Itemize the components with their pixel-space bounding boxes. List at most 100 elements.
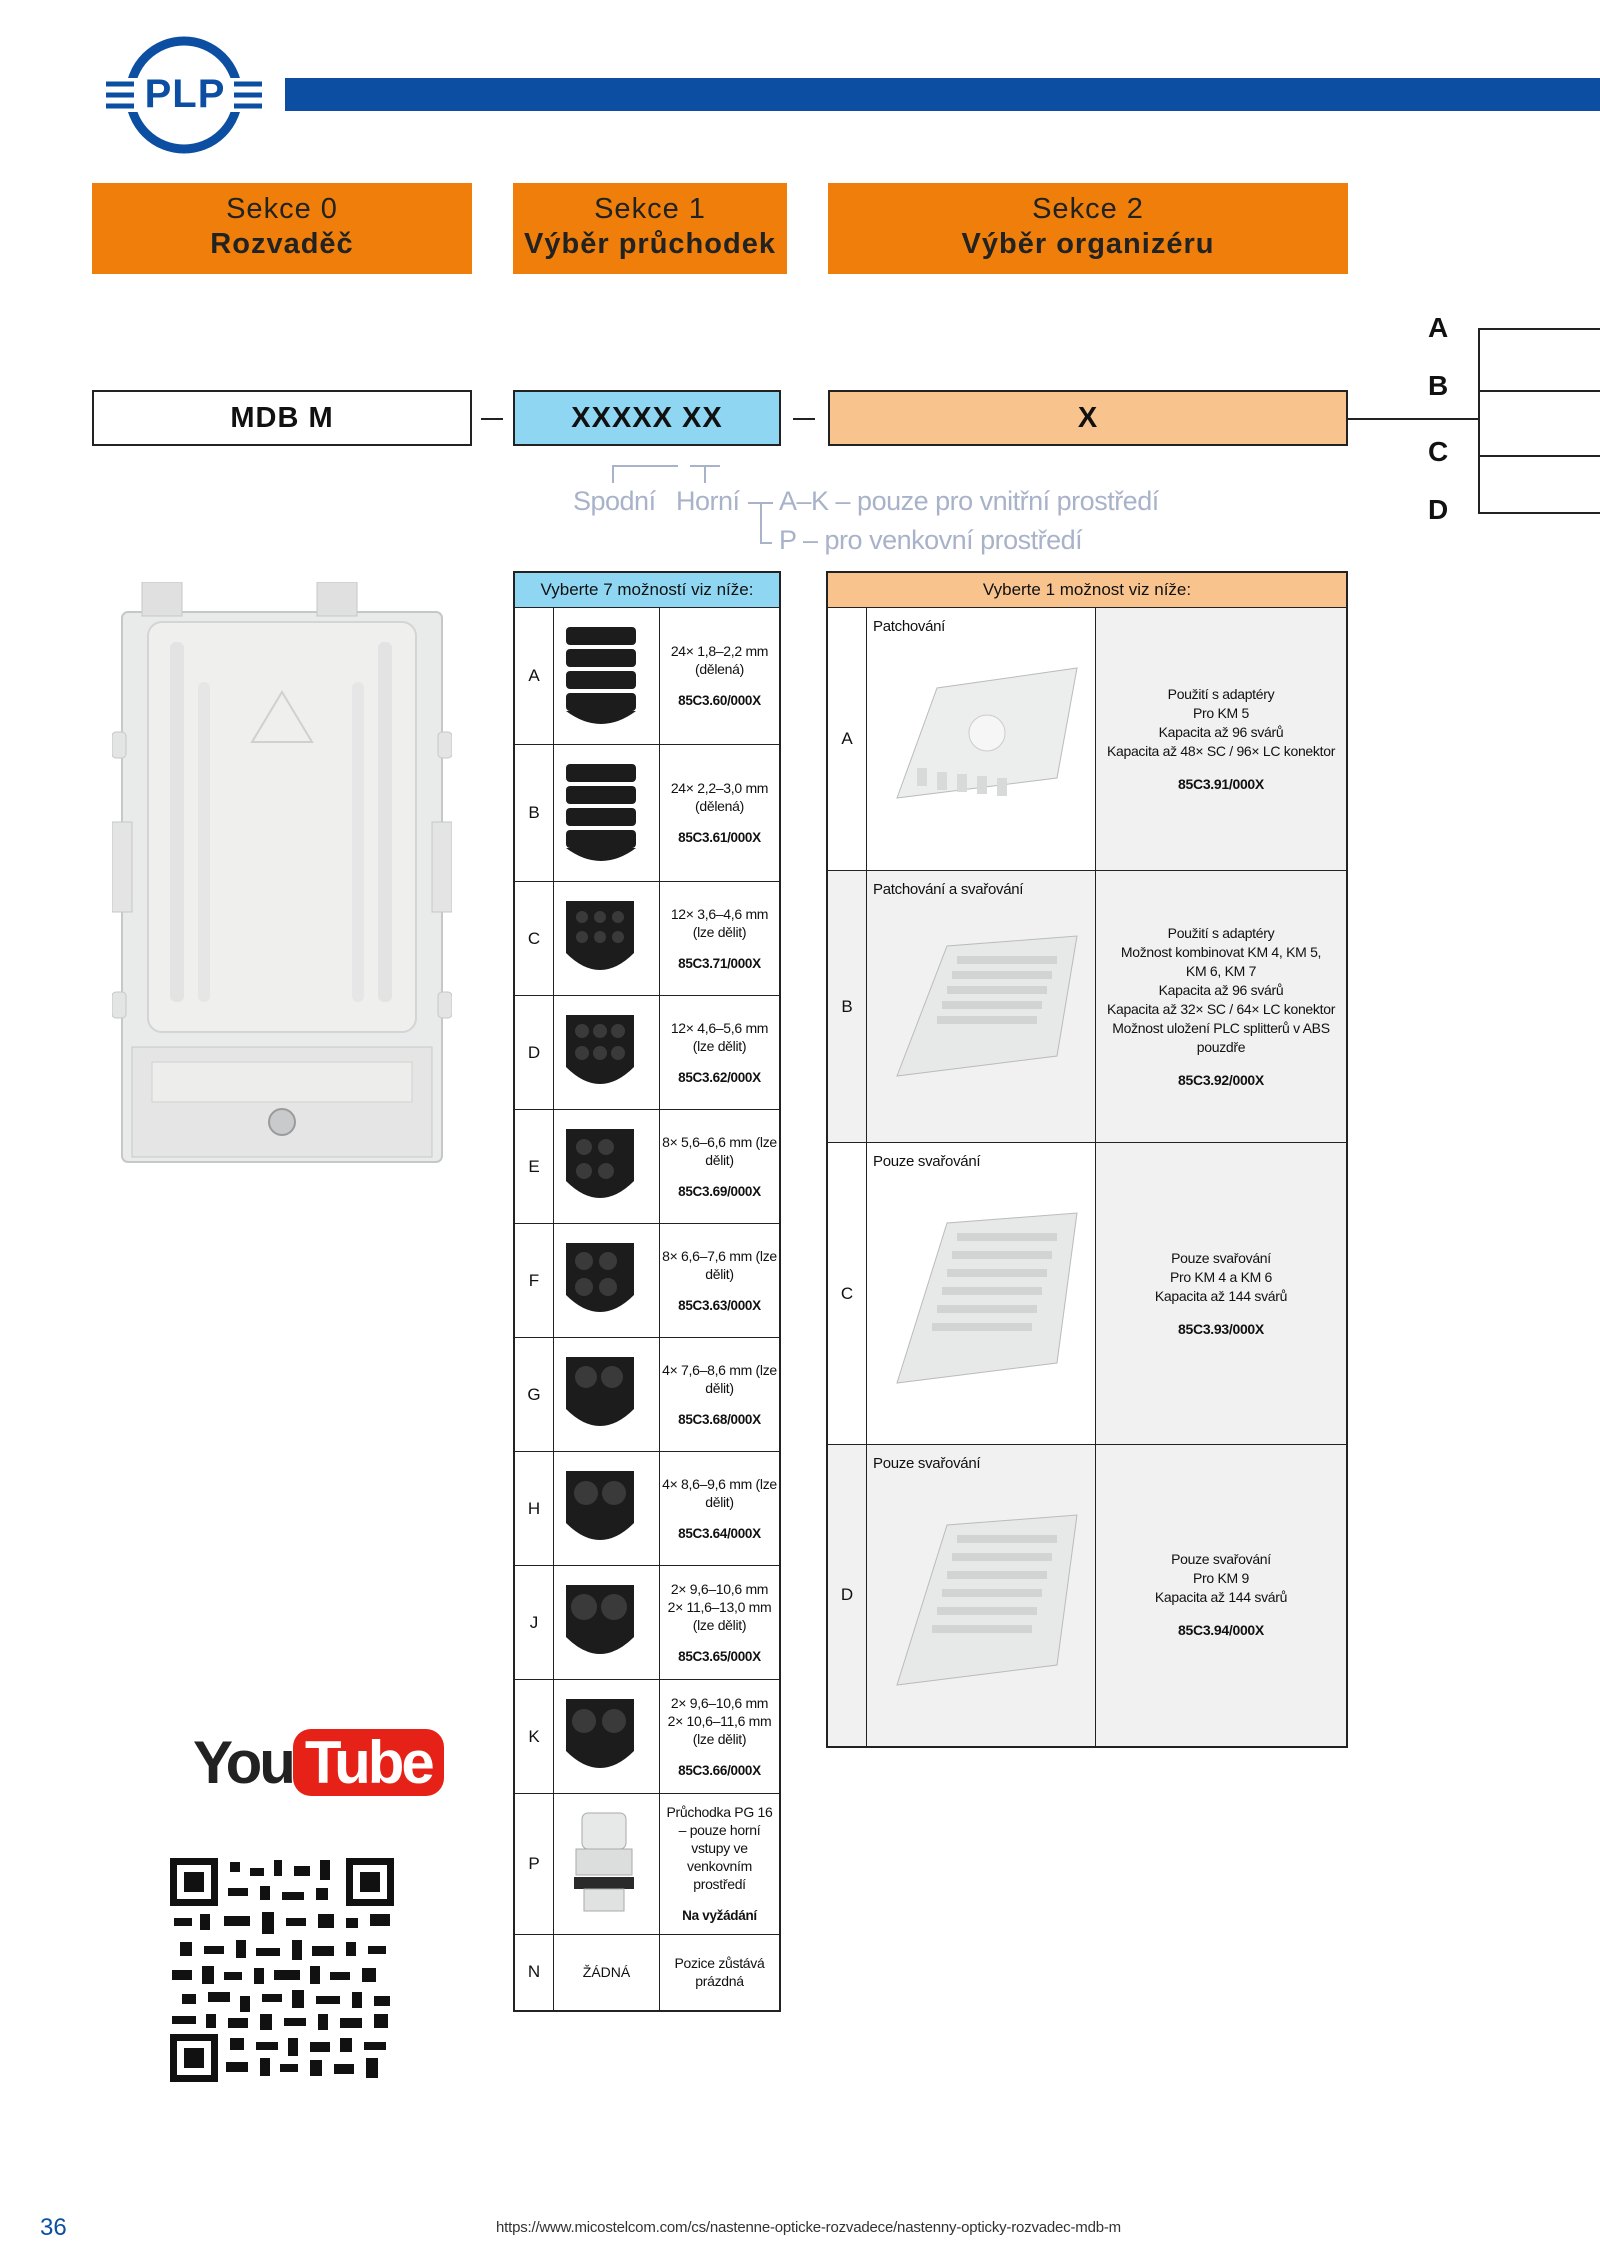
table-row: G 4× 7,6–8,6 mm (lze dělit)85C3.68/000X (513, 1337, 781, 1452)
organizer-image-cell: Pouze svařování (866, 1444, 1096, 1747)
qr-code[interactable] (170, 1858, 394, 2082)
gland-spec: 24× 2,2–3,0 mm (dělená) (670, 780, 769, 814)
gland-desc: 12× 4,6–5,6 mm (lze dělit)85C3.62/000X (659, 995, 781, 1110)
section-1-header: Sekce 1 Výběr průchodek (513, 183, 787, 274)
code-part-glands: XXXXX XX (513, 390, 781, 446)
row-letter: J (513, 1565, 554, 1680)
side-letter-a: A (1428, 312, 1449, 343)
code-part-organizer: X (828, 390, 1348, 446)
organizer-desc: Použití s adaptéry Možnost kombinovat KM… (1095, 870, 1348, 1143)
header-bar (285, 78, 1600, 111)
organizer-desc: Pouze svařování Pro KM 4 a KM 6 Kapacita… (1095, 1142, 1348, 1445)
footer-url[interactable]: https://www.micostelcom.com/cs/nastenne-… (496, 2219, 1121, 2236)
table-row: D 12× 4,6–5,6 mm (lze dělit)85C3.62/000X (513, 995, 781, 1110)
organizer-desc-line: KM 6, KM 7 (1185, 962, 1257, 979)
gland-image (553, 1109, 660, 1224)
organizer-desc-line: Pro KM 9 (1193, 1570, 1249, 1587)
label-top: Horní (676, 486, 740, 516)
organizer-caption: Patchování a svařování (873, 881, 1024, 898)
row-letter: A (826, 607, 867, 871)
organizer-caption: Patchování (873, 618, 946, 635)
gland-desc: 8× 6,6–7,6 mm (lze dělit) 85C3.63/000X (659, 1223, 781, 1338)
row-letter: A (513, 607, 554, 745)
gland-code: 85C3.64/000X (678, 1525, 761, 1541)
gland-code: 85C3.69/000X (678, 1183, 761, 1199)
gland-image (553, 1679, 660, 1794)
organizer-code: 85C3.92/000X (1178, 1071, 1264, 1088)
table-row: N ŽÁDNÁ Pozice zůstává prázdná (513, 1934, 781, 2011)
code-dash-2 (793, 418, 815, 420)
gland-code: 85C3.65/000X (678, 1648, 761, 1664)
gland-spec: 2× 9,6–10,6 mm 2× 11,6–13,0 mm (lze děli… (667, 1580, 772, 1633)
table-row: D Pouze svařování Pouze svařování Pro KM… (826, 1444, 1348, 1747)
row-letter: E (513, 1109, 554, 1224)
gland-code: 85C3.60/000X (678, 693, 761, 708)
row-letter: D (826, 1444, 867, 1747)
organizer-desc-line: Kapacita až 96 svárů (1158, 723, 1284, 740)
table-row: A 24× 1,8–2,2 mm (dělená)85C3.60/000X (513, 607, 781, 745)
connector-b (1478, 390, 1600, 392)
gland-image (553, 607, 660, 745)
organizer-code: 85C3.91/000X (1178, 775, 1264, 792)
organizer-desc-line: Kapacita až 144 svárů (1154, 1589, 1288, 1606)
organizer-desc-line: pouzdře (1196, 1038, 1246, 1055)
organizer-desc-line: Pro KM 4 a KM 6 (1169, 1268, 1273, 1285)
gland-desc: 2× 9,6–10,6 mm 2× 11,6–13,0 mm (lze děli… (659, 1565, 781, 1680)
gland-code: 85C3.63/000X (678, 1297, 761, 1313)
bracket-options-v (760, 502, 772, 544)
row-letter: H (513, 1451, 554, 1566)
table-row: F 8× 6,6–7,6 mm (lze dělit) 85C3.63/000X (513, 1223, 781, 1338)
gland-code: 85C3.68/000X (678, 1411, 761, 1427)
organizer-desc: Pouze svařování Pro KM 9 Kapacita až 144… (1095, 1444, 1348, 1747)
row-letter: C (513, 881, 554, 996)
plp-logo: PLP (104, 36, 264, 154)
organizer-image-cell: Patchování a svařování (866, 870, 1096, 1143)
organizer-desc-line: Možnost uložení PLC splitterů v ABS (1112, 1019, 1330, 1036)
gland-image (553, 995, 660, 1110)
row-letter: D (513, 995, 554, 1110)
connector-a (1478, 328, 1600, 330)
gland-spec: 8× 6,6–7,6 mm (lze dělit) (662, 1247, 777, 1282)
connector-c (1478, 455, 1600, 457)
row-letter: B (826, 870, 867, 1143)
label-option-p: P – pro venkovní prostředí (779, 525, 1083, 555)
connector-vertical (1478, 328, 1480, 513)
organizer-image (896, 667, 1078, 799)
cable-gland-image (553, 1793, 660, 1935)
table-row: B Patchování a svařování Použití s adapt… (826, 870, 1348, 1143)
table-row: B 24× 2,2–3,0 mm (dělená) 85C3.61/000X (513, 744, 781, 882)
table-row: C Pouze svařování Pouze svařování Pro KM… (826, 1142, 1348, 1445)
bracket-bottom-top (613, 465, 678, 484)
side-letter-d: D (1428, 494, 1449, 525)
gland-code: 85C3.66/000X (678, 1762, 761, 1778)
row-letter: G (513, 1337, 554, 1452)
connector-line (1348, 418, 1478, 420)
table-row: J 2× 9,6–10,6 mm 2× 11,6–13,0 mm (lze dě… (513, 1565, 781, 1680)
bracket-top-stem (704, 465, 706, 483)
gland-desc: Průchodka PG 16 – pouze horní vstupy ve … (659, 1793, 781, 1935)
gland-image (553, 1451, 660, 1566)
gland-spec: Průchodka PG 16 – pouze horní vstupy ve … (666, 1804, 773, 1892)
row-letter: B (513, 744, 554, 882)
gland-desc: 4× 7,6–8,6 mm (lze dělit)85C3.68/000X (659, 1337, 781, 1452)
gland-code: 85C3.61/000X (678, 830, 761, 845)
organizer-desc-line: Pro KM 5 (1193, 704, 1249, 721)
organizer-image-cell: Pouze svařování (866, 1142, 1096, 1445)
section-0-subtitle: Rozvaděč (210, 228, 354, 260)
gland-desc: 8× 5,6–6,6 mm (lze dělit)85C3.69/000X (659, 1109, 781, 1224)
section-0-header: Sekce 0 Rozvaděč (92, 183, 472, 274)
organizer-desc-line: Kapacita až 96 svárů (1158, 981, 1284, 998)
connector-d (1478, 512, 1600, 514)
row-letter: K (513, 1679, 554, 1794)
page-number: 36 (40, 2214, 67, 2241)
gland-desc: 12× 3,6–4,6 mm (lze dělit)85C3.71/000X (659, 881, 781, 996)
organizer-table-header: Vyberte 1 možnost viz níže: (826, 571, 1348, 608)
code-part-model: MDB M (92, 390, 472, 446)
label-option-ak: A–K – pouze pro vnitřní prostředí (779, 486, 1159, 516)
row-letter: F (513, 1223, 554, 1338)
gland-desc: 2× 9,6–10,6 mm 2× 10,6–11,6 mm (lze děli… (659, 1679, 781, 1794)
section-2-title: Sekce 2 (1032, 193, 1144, 225)
gland-desc: 24× 1,8–2,2 mm (dělená)85C3.60/000X (659, 607, 781, 745)
gland-image (553, 744, 660, 882)
